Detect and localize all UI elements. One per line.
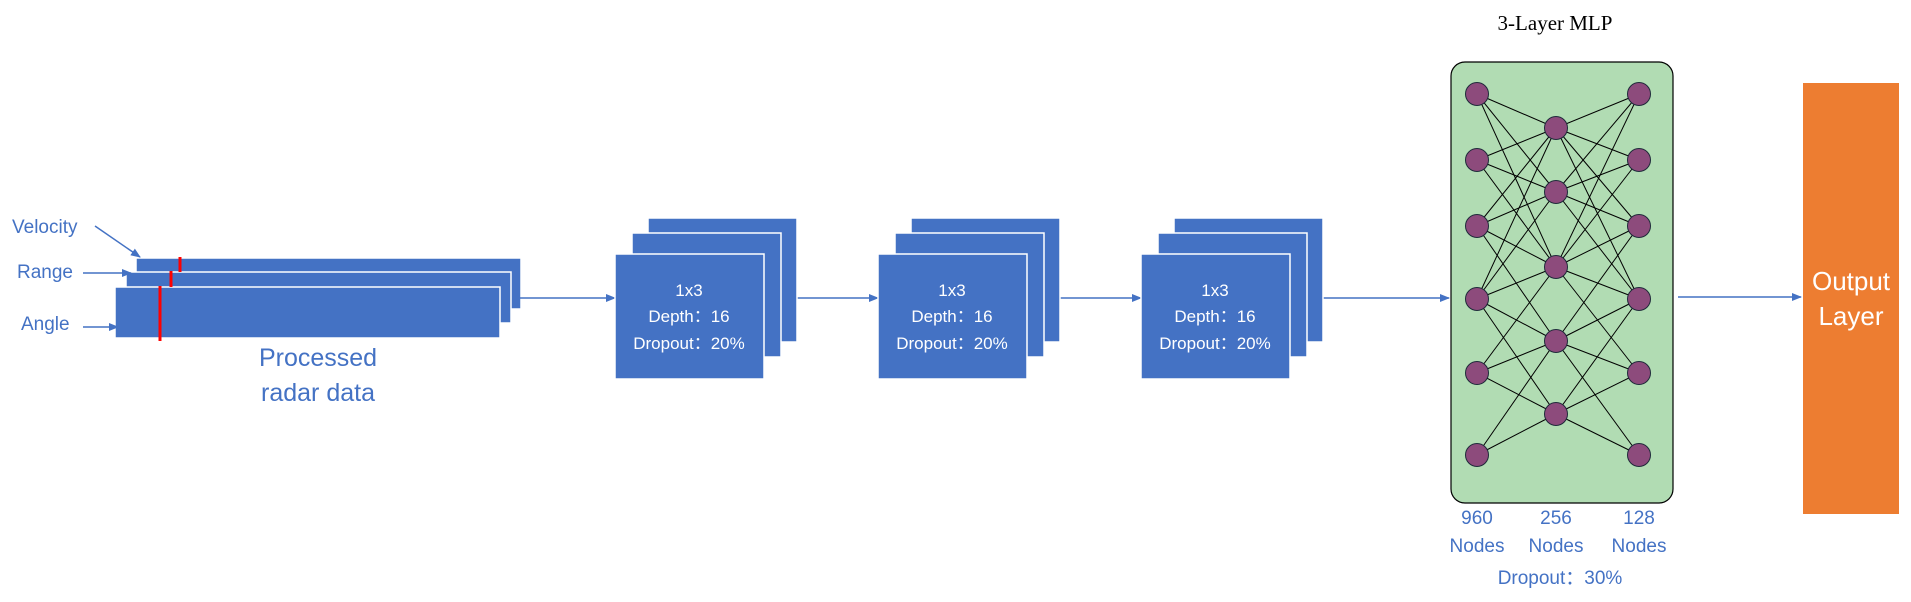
mlp-edge — [1555, 225, 1640, 342]
mlp-node-layer-2 — [1544, 329, 1568, 353]
mlp-node-layer-3 — [1627, 82, 1651, 106]
mlp-edge — [1555, 413, 1640, 456]
mlp-node-layer-1 — [1465, 361, 1489, 385]
conv-block-2: 1x3 Depth：16 Dropout：20% — [877, 217, 1061, 380]
mlp-edge — [1555, 93, 1640, 268]
mlp-edge — [1555, 372, 1640, 415]
mlp-title: 3-Layer MLP — [1498, 11, 1613, 35]
conv-block-2-dropout: Dropout：20% — [896, 334, 1008, 353]
mlp-edge — [1555, 225, 1640, 268]
mlp-node-layer-2 — [1544, 255, 1568, 279]
mlp-edge — [1555, 159, 1640, 268]
mlp-layer-1-count: 960 — [1461, 508, 1493, 529]
mlp-edge — [1476, 372, 1557, 415]
conv-block-3-depth: Depth：16 — [1174, 307, 1255, 326]
conv-block-2-kernel: 1x3 — [938, 281, 965, 300]
mlp-edge — [1555, 93, 1640, 193]
mlp-layer-3-count: 128 — [1623, 508, 1655, 529]
mlp-edge — [1476, 191, 1557, 300]
input-caption-line1: Processed — [259, 344, 377, 372]
mlp-node-layer-3 — [1627, 148, 1651, 172]
range-label: Range — [17, 262, 73, 283]
mlp-node-layer-1 — [1465, 287, 1489, 311]
mlp-node-layer-1 — [1465, 443, 1489, 467]
mlp-edge — [1555, 191, 1640, 300]
mlp-node-layer-2 — [1544, 116, 1568, 140]
angle-layer — [114, 286, 501, 339]
mlp-node-layer-1 — [1465, 148, 1489, 172]
mlp-edge — [1555, 127, 1640, 227]
velocity-label: Velocity — [12, 217, 78, 238]
mlp-node-layer-1 — [1465, 214, 1489, 238]
mlp-node-layer-1 — [1465, 82, 1489, 106]
mlp-edge — [1476, 93, 1557, 193]
mlp-layer-2-unit: Nodes — [1529, 536, 1584, 557]
mlp-edge — [1555, 127, 1640, 161]
mlp-edge — [1555, 191, 1640, 227]
mlp-layer-2-count: 256 — [1540, 508, 1572, 529]
conv-block-2-depth: Depth：16 — [911, 307, 992, 326]
mlp-edge — [1476, 266, 1557, 300]
conv-block-1-dropout: Dropout：20% — [633, 334, 745, 353]
conv-block-3-front — [1140, 253, 1291, 380]
mlp-node-layer-3 — [1627, 214, 1651, 238]
conv-block-1-kernel: 1x3 — [675, 281, 702, 300]
mlp-edge — [1476, 127, 1557, 300]
mlp-layer-1-unit: Nodes — [1450, 536, 1505, 557]
mlp-edge — [1555, 298, 1640, 415]
conv-block-3-dropout: Dropout：20% — [1159, 334, 1271, 353]
output-layer-line2: Layer — [1818, 301, 1883, 331]
conv-block-3-kernel: 1x3 — [1201, 281, 1228, 300]
mlp-node-layer-2 — [1544, 402, 1568, 426]
mlp-edge — [1555, 159, 1640, 193]
angle-label: Angle — [21, 314, 70, 335]
mlp-edge — [1555, 298, 1640, 342]
radar-data-stack — [114, 257, 522, 341]
mlp-layer-3-unit: Nodes — [1612, 536, 1667, 557]
output-layer-line1: Output — [1812, 266, 1891, 296]
mlp-edge — [1476, 266, 1557, 374]
mlp-nodes — [1465, 82, 1651, 467]
mlp-edge — [1476, 127, 1557, 161]
mlp-edge — [1555, 340, 1640, 456]
mlp-edge — [1476, 93, 1557, 268]
mlp-edge — [1476, 159, 1557, 193]
mlp-edge — [1476, 340, 1557, 374]
mlp-connections — [1476, 93, 1640, 456]
mlp-edge — [1476, 340, 1557, 456]
mlp-edge — [1476, 225, 1557, 268]
input-caption-line2: radar data — [261, 379, 375, 407]
mlp-edge — [1476, 93, 1557, 129]
conv-block-2-front — [877, 253, 1028, 380]
conv-block-1: 1x3 Depth：16 Dropout：20% — [614, 217, 798, 380]
mlp-node-layer-3 — [1627, 361, 1651, 385]
conv-block-1-depth: Depth：16 — [648, 307, 729, 326]
velocity-pointer-arrow — [94, 225, 141, 258]
conv-block-3: 1x3 Depth：16 Dropout：20% — [1140, 217, 1324, 380]
conv-block-1-front — [614, 253, 765, 380]
mlp-node-layer-3 — [1627, 287, 1651, 311]
mlp-node-layer-3 — [1627, 443, 1651, 467]
mlp-node-layer-2 — [1544, 180, 1568, 204]
mlp-edge — [1555, 93, 1640, 129]
mlp-edge — [1476, 191, 1557, 227]
output-layer-box — [1803, 83, 1899, 514]
mlp-edge — [1476, 413, 1557, 456]
mlp-dropout: Dropout：30% — [1498, 568, 1623, 589]
mlp-edge — [1476, 127, 1557, 227]
